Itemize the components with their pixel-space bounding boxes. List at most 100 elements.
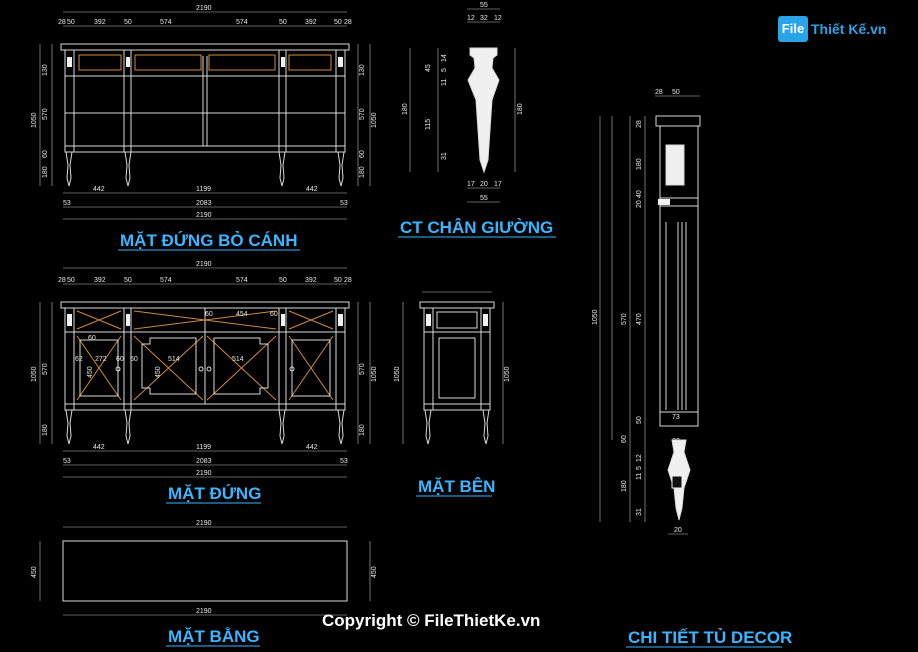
title-decor-detail: CHI TIẾT TỦ DECOR: [628, 628, 792, 647]
dim-door: 60: [116, 356, 124, 363]
dim-door: 60: [88, 335, 96, 342]
dim-door-h: 450: [155, 366, 162, 378]
dim-bottom: 442: [93, 186, 105, 193]
dim-total: 2190: [196, 212, 212, 219]
dim-leg-p: 32: [480, 15, 488, 22]
dim-seg: 574: [160, 19, 172, 26]
dim-door: 62: [75, 356, 83, 363]
dim-height-right: 1050: [371, 112, 378, 128]
dim-door: 454: [236, 311, 248, 318]
dim-plan-width-b: 2190: [196, 608, 212, 615]
dim-bottom: 442: [306, 186, 318, 193]
dim-inner: 2083: [196, 458, 212, 465]
dim-decor-570: 570: [621, 313, 628, 325]
dim-leg-b: 20: [480, 181, 488, 188]
dim-seg: 50: [334, 277, 342, 284]
dim-decor-50: 50: [636, 416, 643, 424]
dim-seg: 50: [279, 19, 287, 26]
dim-570: 570: [42, 363, 49, 375]
dim-seg: 28: [344, 277, 352, 284]
dim-seg: 50: [124, 19, 132, 26]
elevation: 2190 28 50 392 50 574 574 50 392 50 28: [31, 261, 378, 504]
dim-seg: 574: [236, 277, 248, 284]
dim-leg-p: 12: [494, 15, 502, 22]
dim-decor-31: 31: [636, 508, 643, 516]
title-elevation: MẶT ĐỨNG: [168, 484, 261, 503]
dim-leg-b: 17: [467, 181, 475, 188]
dim-leg-top: 55: [480, 2, 488, 9]
decor-detail: 28 50 1050 570 470 180 28 40 20 50 73 60…: [592, 89, 792, 648]
dim-decor-28: 28: [636, 120, 643, 128]
dim-decor: 50: [672, 89, 680, 96]
dim-leg-h: 45: [425, 64, 432, 72]
side-view: 1050 1050 MẶT BÊN: [394, 291, 511, 497]
dim-leg-total-r: 180: [517, 103, 524, 115]
dim-seg: 50: [124, 277, 132, 284]
title-elevation-no-doors: MẶT ĐỨNG BỎ CÁNH: [120, 231, 297, 250]
dim-130-r: 130: [359, 64, 366, 76]
dim-total-width-2: 2190: [196, 261, 212, 268]
dim-plan-width: 2190: [196, 520, 212, 527]
dim-edge: 53: [63, 200, 71, 207]
dim-plan-depth: 450: [31, 566, 38, 578]
dim-leg-b: 17: [494, 181, 502, 188]
dim-bottom: 1199: [196, 444, 211, 451]
title-plan: MẶT BẰNG: [168, 627, 260, 646]
dim-side-height: 1050: [394, 366, 401, 382]
dim-side-height-r: 1050: [504, 366, 511, 382]
dim-leg-s: 14: [441, 54, 448, 62]
dim-edge: 53: [340, 458, 348, 465]
dim-570: 570: [42, 108, 49, 120]
dim-inner: 2083: [196, 200, 212, 207]
dim-door-h: 450: [87, 366, 94, 378]
dim-seg: 574: [236, 19, 248, 26]
dim-door: 60: [270, 311, 278, 318]
dim-door: 60: [130, 356, 138, 363]
dim-door: 514: [232, 356, 244, 363]
logo-text: Thiết Kế.vn: [811, 21, 887, 37]
dim-door: 272: [95, 356, 107, 363]
dim-seg: 28: [58, 277, 66, 284]
dim-570-r: 570: [359, 108, 366, 120]
top-segment-dims: 28 50 392 50 574 574 50 392 50 28: [58, 19, 352, 26]
dim-570-r: 570: [359, 363, 366, 375]
dim-seg: 392: [94, 277, 106, 284]
dim-bottom: 1199: [196, 186, 211, 193]
dim-decor-40: 40: [636, 190, 643, 198]
dim-leg-p: 12: [467, 15, 475, 22]
dim-edge: 53: [340, 200, 348, 207]
dim-seg: 50: [67, 277, 75, 284]
dim-door: 514: [168, 356, 180, 363]
dim-total-width: 2190: [196, 5, 212, 12]
dim-180: 180: [42, 424, 49, 436]
dim-60: 60: [42, 150, 49, 158]
dim-height-r: 1050: [371, 366, 378, 382]
dim-130: 130: [42, 64, 49, 76]
dim-plan-depth-r: 450: [371, 566, 378, 578]
dim-60-r: 60: [359, 150, 366, 158]
dim-leg-s: 11: [441, 79, 448, 86]
dim-height: 1050: [31, 112, 38, 128]
dim-door: 60: [205, 311, 213, 318]
dim-seg: 392: [305, 277, 317, 284]
dim-edge: 53: [63, 458, 71, 465]
site-logo: File Thiết Kế.vn: [778, 16, 888, 42]
dim-decor-20: 20: [636, 200, 643, 208]
dim-bottom: 442: [306, 444, 318, 451]
dim-decor-60: 60: [621, 435, 628, 443]
elevation-no-doors: 2190 28 50 392 50 574 574 50 392 50 28: [31, 5, 378, 251]
dim-leg-total: 180: [402, 103, 409, 115]
plan-view: 2190 450 450 2190 MẶT BẰNG: [31, 520, 378, 647]
dim-leg-s: 5: [441, 68, 448, 72]
dim-decor-total: 1050: [592, 309, 599, 325]
dim-bottom: 442: [93, 444, 105, 451]
dim-decor-12: 12: [636, 454, 643, 462]
dim-decor-180: 180: [636, 158, 643, 170]
dim-seg: 392: [94, 19, 106, 26]
dim-decor-180b: 180: [621, 480, 628, 492]
dim-decor-5: 5: [636, 466, 643, 470]
dim-total: 2190: [196, 470, 212, 477]
dim-180: 180: [42, 166, 49, 178]
dim-seg: 28: [58, 19, 66, 26]
